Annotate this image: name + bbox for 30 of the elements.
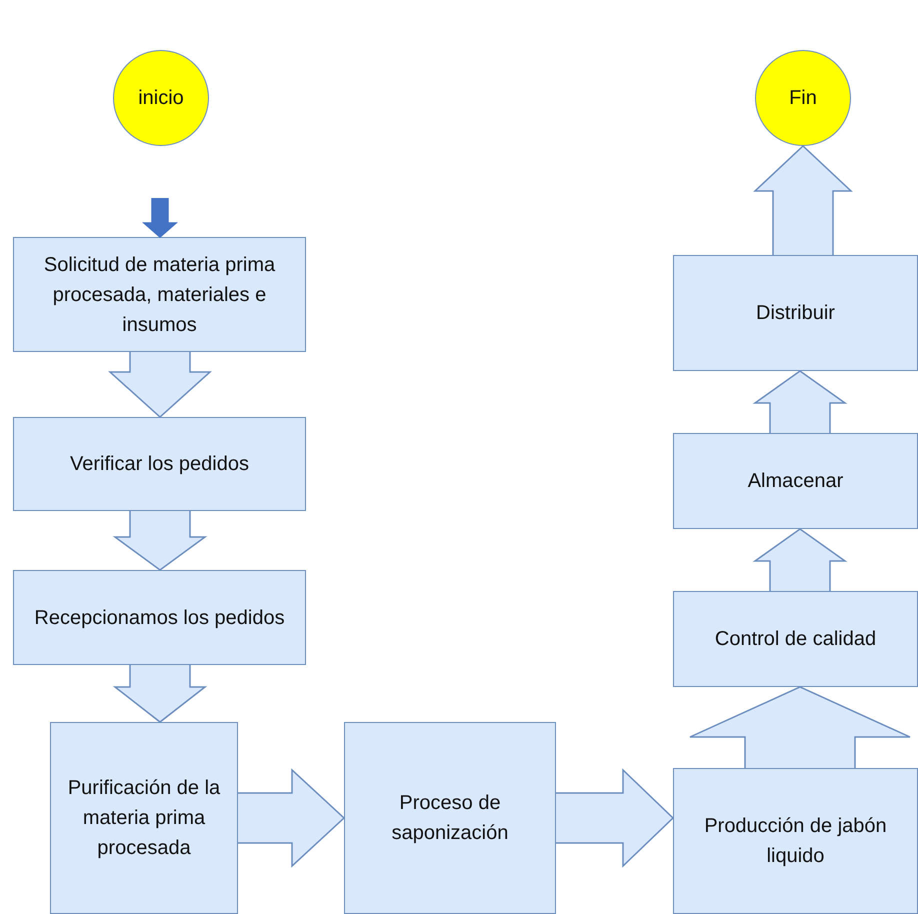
node-label: Recepcionamos los pedidos xyxy=(34,606,285,630)
node-label: Fin xyxy=(789,86,817,111)
node-label: Producción de jabón liquido xyxy=(703,814,888,869)
node-label: Proceso de saponización xyxy=(390,791,510,846)
node-label: Purificación de la materia prima procesada xyxy=(66,776,222,861)
block-arrow xyxy=(112,664,208,723)
node-label: Control de calidad xyxy=(714,627,876,652)
block-arrow xyxy=(753,144,853,256)
process-box xyxy=(673,591,918,687)
node-label: Verificar los pedidos xyxy=(70,452,249,477)
block-arrow xyxy=(237,768,346,868)
block-arrow xyxy=(108,351,212,418)
process-box xyxy=(50,722,238,914)
block-arrow xyxy=(752,370,848,434)
block-arrow xyxy=(689,686,911,769)
node-label: Solicitud de materia prima procesada, materiales e insumos xyxy=(42,252,276,338)
process-box xyxy=(344,722,556,914)
block-arrow xyxy=(752,528,848,592)
process-box xyxy=(13,417,306,511)
node-label: Distribuir xyxy=(756,301,835,326)
process-box xyxy=(13,237,306,352)
process-box xyxy=(673,255,918,371)
process-box xyxy=(673,433,918,529)
process-box xyxy=(13,570,306,665)
process-box xyxy=(673,768,918,914)
block-arrow xyxy=(555,768,674,868)
node-label: inicio xyxy=(138,86,184,111)
block-arrow xyxy=(142,197,178,238)
node-label: Almacenar xyxy=(748,469,844,494)
block-arrow xyxy=(112,510,208,571)
